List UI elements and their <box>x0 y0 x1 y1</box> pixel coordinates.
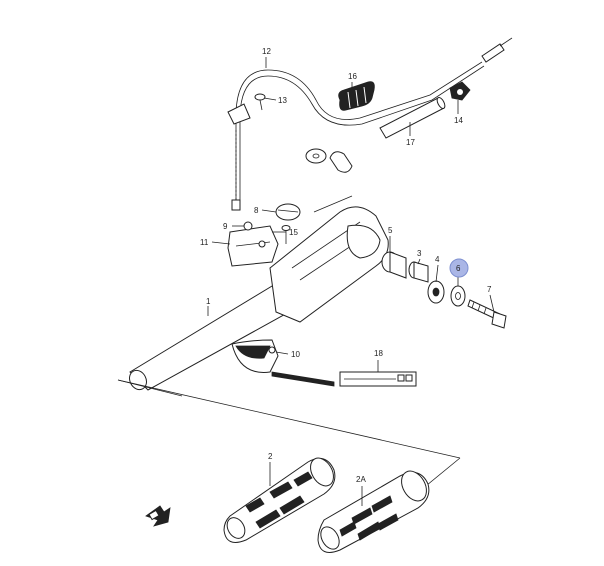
washer-6[interactable] <box>450 285 466 307</box>
callout-14[interactable]: 14 <box>454 116 463 125</box>
callout-3[interactable]: 3 <box>417 249 422 258</box>
bolt-7[interactable] <box>467 299 507 329</box>
front-arrow-icon <box>145 505 171 527</box>
callout-17[interactable]: 17 <box>406 138 415 147</box>
callout-4[interactable]: 4 <box>435 255 440 264</box>
callouts: 1 2 2A 3 4 5 6 7 8 9 10 11 12 13 14 15 1… <box>200 47 492 484</box>
callout-2a[interactable]: 2A <box>356 475 366 484</box>
washer-upper <box>305 148 353 173</box>
callout-10[interactable]: 10 <box>291 350 300 359</box>
callout-13[interactable]: 13 <box>278 96 287 105</box>
grip-2a[interactable] <box>317 467 431 553</box>
damper-16[interactable] <box>338 81 375 111</box>
cap-8[interactable] <box>275 203 301 221</box>
callout-18[interactable]: 18 <box>374 349 383 358</box>
screw-13[interactable] <box>254 93 266 111</box>
washer-4[interactable] <box>427 280 445 304</box>
screw-9[interactable] <box>243 221 253 231</box>
tube-17[interactable] <box>379 96 446 139</box>
spacer-3[interactable] <box>408 261 429 283</box>
callout-15[interactable]: 15 <box>289 228 298 237</box>
callout-1[interactable]: 1 <box>206 297 211 306</box>
clamp-upper-11[interactable] <box>227 225 279 267</box>
collar-5[interactable] <box>381 251 407 279</box>
label-18[interactable] <box>271 371 417 387</box>
callout-8[interactable]: 8 <box>254 206 259 215</box>
callout-6[interactable]: 6 <box>456 264 461 273</box>
callout-2[interactable]: 2 <box>268 452 273 461</box>
callout-9[interactable]: 9 <box>223 222 228 231</box>
holder-14[interactable] <box>449 81 471 101</box>
callout-16[interactable]: 16 <box>348 72 357 81</box>
clamp-lower-10[interactable] <box>231 339 279 373</box>
highlight-ring <box>449 258 469 278</box>
callout-12[interactable]: 12 <box>262 47 271 56</box>
throttle-cable[interactable] <box>227 37 513 211</box>
leader-lines <box>207 57 495 506</box>
callout-11[interactable]: 11 <box>200 238 209 247</box>
grip-2[interactable] <box>223 454 339 543</box>
callout-7[interactable]: 7 <box>487 285 492 294</box>
throttle-housing[interactable] <box>269 206 389 323</box>
callout-5[interactable]: 5 <box>388 226 393 235</box>
